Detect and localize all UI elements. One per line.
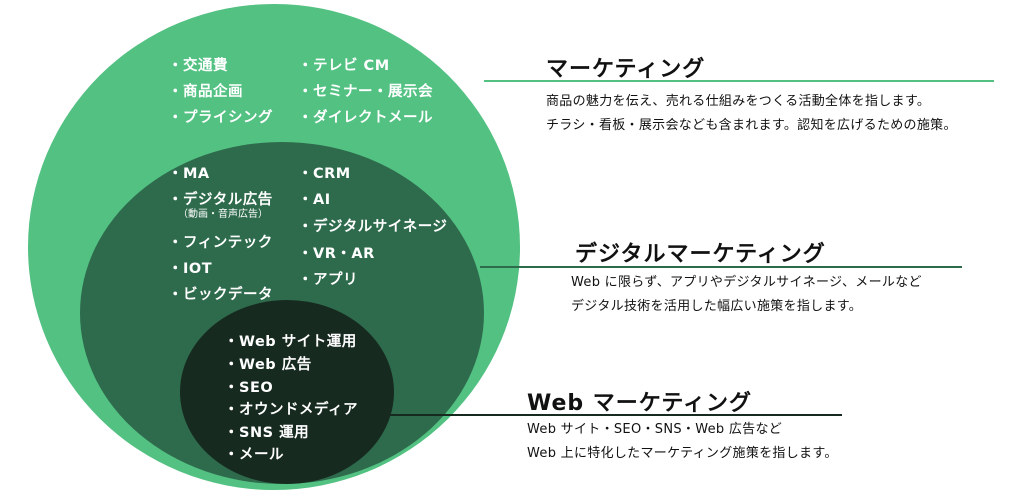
digital-item: ・CRM [298, 166, 351, 182]
web-marketing-description: Web サイト・SEO・SNS・Web 広告など Web 上に特化したマーケティ… [527, 418, 838, 466]
digital-item-label: ・デジタル広告 [168, 192, 273, 208]
marketing-item: ・商品企画 [168, 84, 243, 100]
digital-item: ・VR・AR [298, 246, 375, 262]
digital-item: ・デジタルサイネージ [298, 219, 448, 235]
web-item: ・Web 広告 [224, 357, 312, 373]
marketing-heading: マーケティング [546, 57, 706, 82]
digital-description-line: Web に限らず、アプリやデジタルサイネージ、メールなど [571, 275, 922, 290]
web-item: ・SNS 運用 [224, 425, 310, 441]
web-item: ・SEO [224, 380, 274, 396]
digital-item-note: （動画・音声広告） [178, 209, 268, 220]
digital-description-line: デジタル技術を活用した幅広い施策を指します。 [571, 299, 863, 314]
digital-item: ・フィンテック [168, 235, 273, 251]
digital-item: ・IOT [168, 261, 213, 277]
web-item: ・メール [224, 447, 284, 463]
digital-item: ・デジタル広告 （動画・音声広告） [168, 191, 273, 221]
web-item: ・オウンドメディア [224, 402, 358, 418]
digital-marketing-description: Web に限らず、アプリやデジタルサイネージ、メールなど デジタル技術を活用した… [571, 271, 922, 319]
web-marketing-heading: Web マーケティング [527, 391, 753, 416]
web-connector-line [388, 414, 842, 416]
web-item: ・Web サイト運用 [224, 334, 357, 350]
marketing-connector-line [484, 80, 994, 82]
digital-item: ・MA [168, 166, 210, 182]
marketing-description-line: チラシ・看板・展示会なども含まれます。認知を広げるための施策。 [546, 118, 957, 133]
digital-item: ・ビックデータ [168, 287, 273, 303]
marketing-item: ・セミナー・展示会 [298, 84, 433, 100]
web-description-line: Web サイト・SEO・SNS・Web 広告など [527, 422, 783, 437]
marketing-description-line: 商品の魅力を伝え、売れる仕組みをつくる活動全体を指します。 [546, 94, 931, 109]
marketing-item: ・テレビ CM [298, 58, 390, 74]
digital-connector-line [480, 266, 962, 268]
web-marketing-ellipse [180, 300, 394, 484]
digital-item: ・AI [298, 192, 331, 208]
marketing-item: ・プライシング [168, 110, 273, 126]
marketing-item: ・交通費 [168, 58, 228, 74]
web-description-line: Web 上に特化したマーケティング施策を指します。 [527, 446, 838, 461]
digital-marketing-heading: デジタルマーケティング [575, 242, 826, 267]
marketing-description: 商品の魅力を伝え、売れる仕組みをつくる活動全体を指します。 チラシ・看板・展示会… [546, 90, 957, 138]
digital-item: ・アプリ [298, 272, 358, 288]
marketing-item: ・ダイレクトメール [298, 110, 433, 126]
